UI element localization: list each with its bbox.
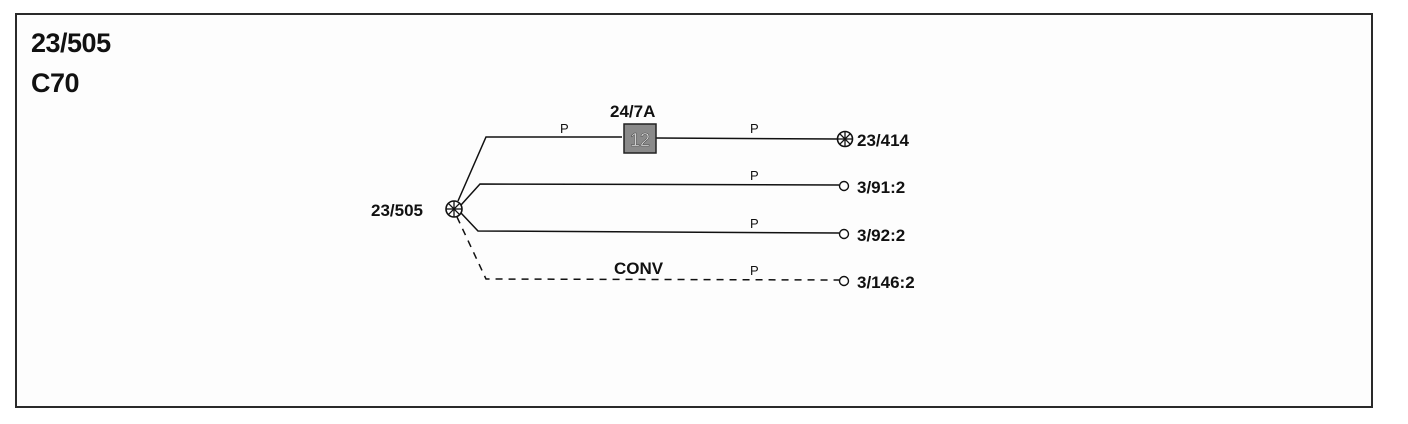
- wire-23-414-pre-fuse[interactable]: [457, 136, 622, 202]
- wire-4-note-label: CONV: [614, 259, 664, 278]
- wire-2-color-label: P: [750, 168, 759, 183]
- wire-23-414-post-fuse[interactable]: [655, 137, 839, 140]
- wire-3-91-2[interactable]: [460, 183, 840, 206]
- wire-2-end-label: 3/91:2: [857, 178, 905, 197]
- end-splice-icon[interactable]: [836, 130, 854, 148]
- diagram-frame: [15, 13, 1373, 408]
- wire-4-end-label: 3/146:2: [857, 273, 915, 292]
- source-splice-icon[interactable]: [445, 200, 463, 218]
- header-code: 23/505: [31, 28, 111, 58]
- header-model: C70: [31, 68, 80, 98]
- wire-3-end-label: 3/92:2: [857, 226, 905, 245]
- fuse-number: 12: [630, 130, 650, 150]
- connector-3-146-2-icon[interactable]: [838, 275, 850, 287]
- wire-1-end-label: 23/414: [857, 131, 910, 150]
- wire-3-146-2[interactable]: [456, 216, 840, 281]
- fuse-label: 24/7A: [610, 102, 655, 121]
- wire-3-92-2[interactable]: [460, 212, 840, 234]
- wire-4-color-label: P: [750, 263, 759, 278]
- connector-3-91-2-icon[interactable]: [838, 180, 850, 192]
- connector-3-92-2-icon[interactable]: [838, 228, 850, 240]
- fuse-icon[interactable]: 12: [623, 123, 657, 154]
- source-splice-label: 23/505: [371, 201, 423, 220]
- wire-1-color-label: P: [750, 121, 759, 136]
- wire-3-color-label: P: [750, 216, 759, 231]
- wire-1-pre-fuse-color-label: P: [560, 121, 569, 136]
